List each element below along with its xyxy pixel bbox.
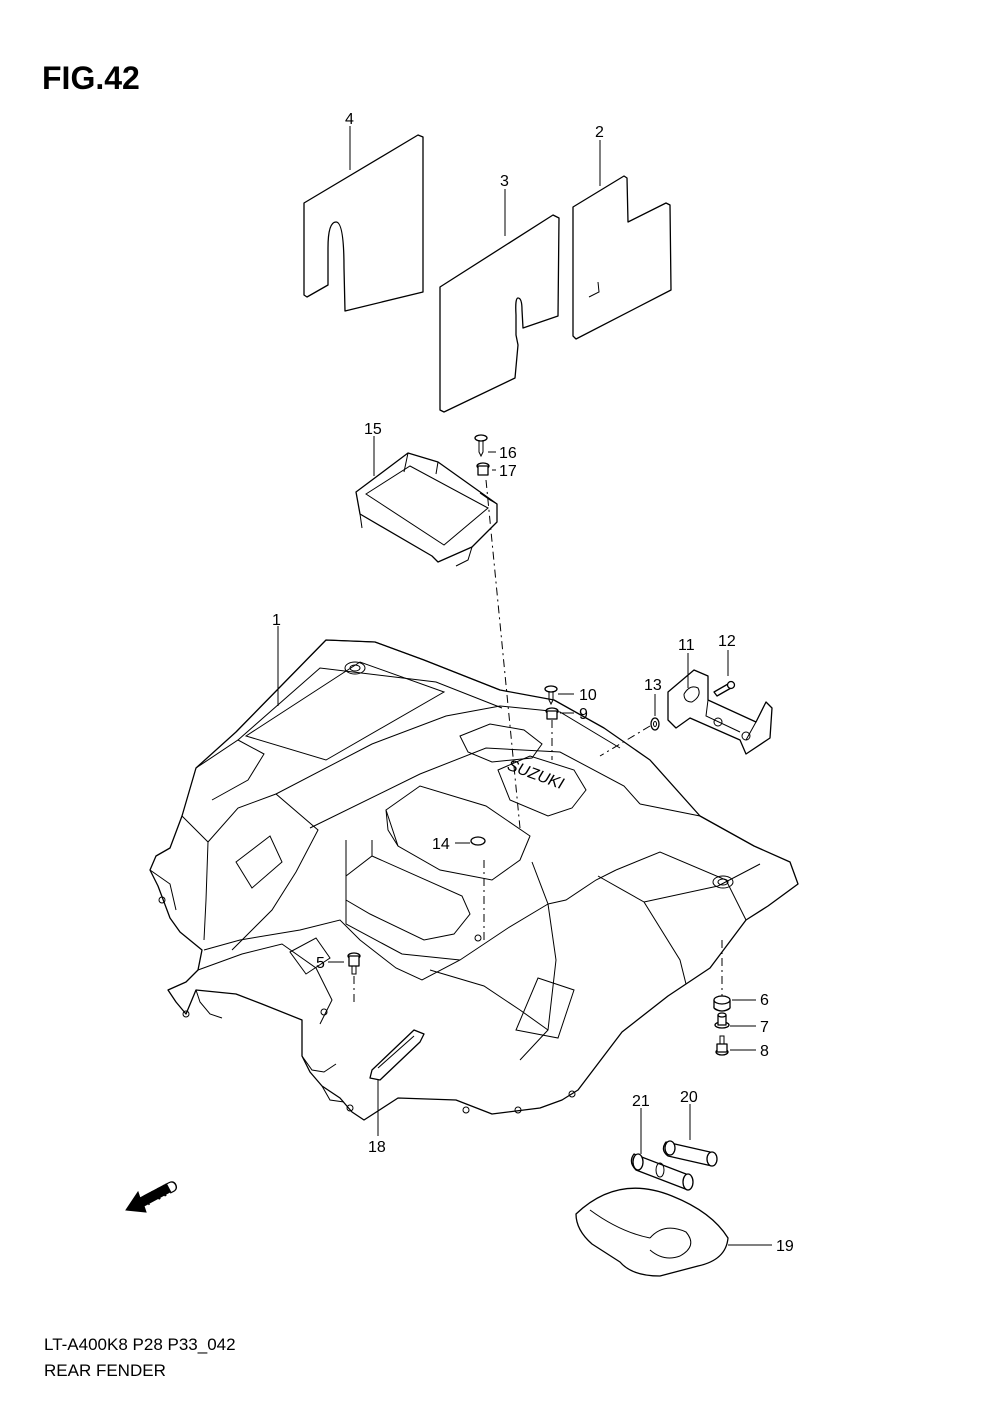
part-15-box (355, 452, 498, 567)
callout-6: 6 (760, 992, 769, 1009)
callout-14: 14 (432, 836, 450, 853)
part-20-tube (662, 1140, 718, 1167)
callout-13: 13 (644, 677, 662, 694)
part-6-cushion (713, 995, 731, 1012)
part-2-mud-guard (572, 175, 672, 340)
fwd-label: FWD (141, 1177, 181, 1209)
part-12-screw (713, 680, 736, 697)
part-7-collar (714, 1012, 730, 1029)
part-3-mud-guard (439, 214, 560, 413)
callout-8: 8 (760, 1043, 769, 1060)
part-17-nut (476, 462, 490, 476)
part-11-bracket (667, 669, 773, 755)
part-8-bolt (715, 1035, 729, 1056)
callout-12: 12 (718, 633, 736, 650)
callout-17: 17 (499, 463, 517, 480)
figure-title: FIG.42 (42, 60, 140, 96)
callout-7: 7 (760, 1019, 769, 1036)
callout-9: 9 (579, 706, 588, 723)
part-14-cap (470, 836, 486, 846)
part-5-bolt (347, 952, 361, 975)
callout-20: 20 (680, 1089, 698, 1106)
callout-2: 2 (595, 124, 604, 141)
fwd-arrow-icon: FWD (125, 1177, 182, 1213)
part-1-rear-fender (149, 639, 799, 1121)
callout-labels: 1 2 3 4 5 6 7 8 9 10 11 12 13 14 15 16 1… (272, 111, 794, 1255)
callout-1: 1 (272, 612, 281, 629)
part-13-washer (650, 717, 660, 731)
figure-name: REAR FENDER (44, 1361, 166, 1380)
callout-4: 4 (345, 111, 354, 128)
part-21-tube (630, 1153, 694, 1191)
callout-16: 16 (499, 445, 517, 462)
figure-code: LT-A400K8 P28 P33_042 (44, 1335, 236, 1354)
part-10-screw (544, 685, 558, 706)
part-18-emblem (369, 1029, 425, 1081)
callout-19: 19 (776, 1238, 794, 1255)
callout-5: 5 (316, 955, 325, 972)
callout-3: 3 (500, 173, 509, 190)
callout-10: 10 (579, 687, 597, 704)
assembly-lines (353, 479, 723, 1004)
callout-11: 11 (678, 637, 695, 654)
part-4-mud-guard (303, 134, 424, 312)
part-9-nut (545, 707, 559, 720)
callout-18: 18 (368, 1139, 386, 1156)
part-19-tool-bag (575, 1187, 729, 1277)
callout-15: 15 (364, 421, 382, 438)
part-16-screw (474, 434, 488, 458)
callout-21: 21 (632, 1093, 650, 1110)
leader-lines (277, 126, 772, 1246)
